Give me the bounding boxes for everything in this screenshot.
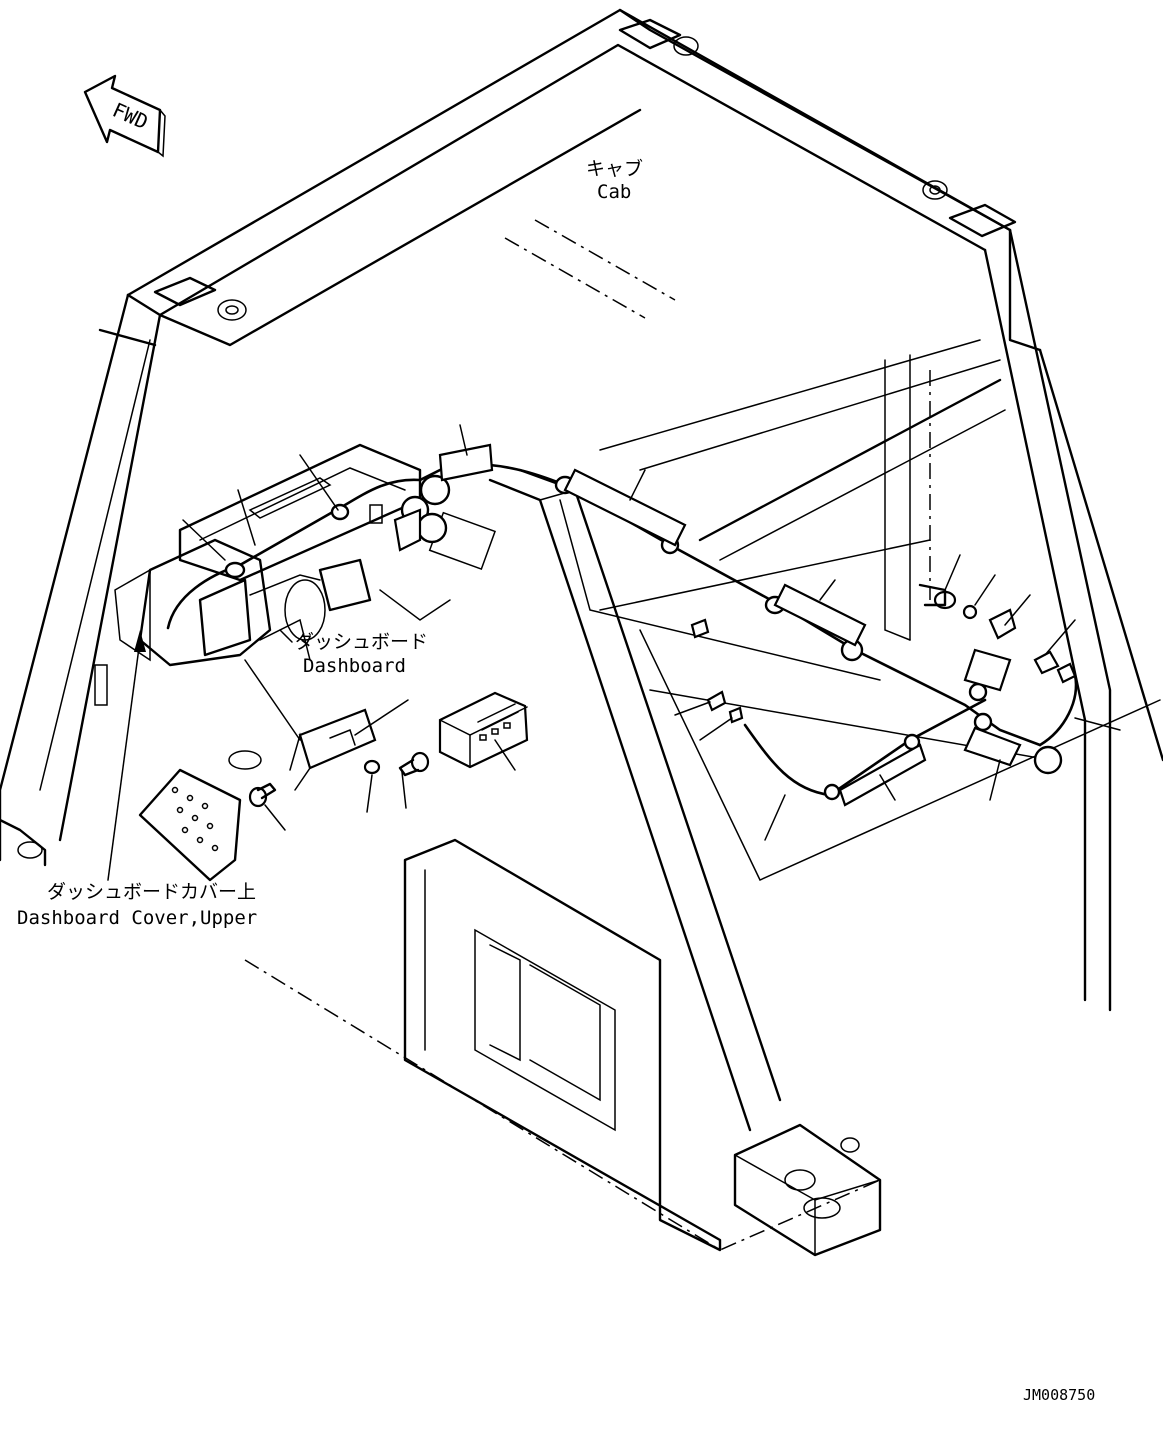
lifting-lug-left bbox=[153, 276, 247, 321]
dashboard-label-en: Dashboard bbox=[303, 655, 406, 677]
wire-harness bbox=[166, 443, 1078, 807]
lifting-lug-right bbox=[922, 180, 1017, 238]
cab-frame bbox=[0, 8, 1163, 1257]
cab-label-jp: キャブ bbox=[586, 157, 643, 180]
pedal-plate bbox=[138, 750, 262, 882]
cab-label-en: Cab bbox=[597, 181, 631, 203]
mounting-bracket bbox=[289, 708, 377, 791]
dashboard-cover-label-jp: ダッシュボードカバー上 bbox=[47, 881, 256, 903]
drawing-code: JM008750 bbox=[1023, 1386, 1095, 1404]
fasteners bbox=[248, 583, 1077, 808]
controller-unit bbox=[438, 691, 529, 769]
dashboard-label-jp: ダッシュボード bbox=[295, 631, 428, 653]
pointer-arrow-icon bbox=[134, 630, 146, 652]
callout-labels: キャブ Cab ダッシュボード Dashboard ダッシュボードカバー上 Da… bbox=[17, 157, 1095, 1404]
dashboard-cover-label-en: Dashboard Cover,Upper bbox=[17, 907, 257, 929]
leader-lines bbox=[107, 424, 1121, 881]
rear-mount-bracket bbox=[733, 1123, 882, 1257]
lifting-lug-rear bbox=[618, 18, 699, 56]
fwd-arrow-icon: FWD bbox=[83, 74, 166, 158]
